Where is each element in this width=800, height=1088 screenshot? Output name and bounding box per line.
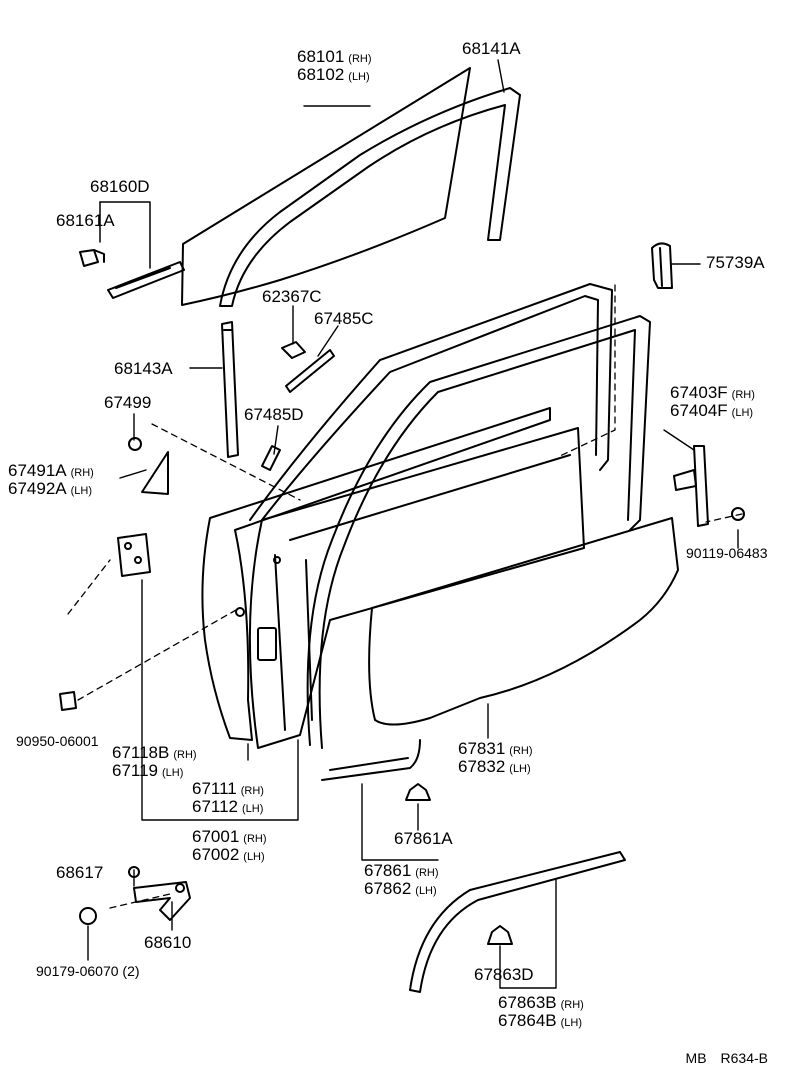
label-67863b: 67863B(RH)	[498, 993, 584, 1012]
label-67861: 67861(RH)	[364, 861, 439, 880]
label-67485c: 67485C	[314, 309, 374, 328]
diagram-footer: MB R634-B	[672, 1050, 768, 1066]
label-90119-06483: 90119-06483	[686, 545, 768, 561]
clip-62367c	[281, 341, 306, 359]
corner-garnish	[141, 451, 169, 495]
clip-67861a	[405, 783, 431, 801]
dashed-reference	[67, 284, 743, 909]
label-68160d: 68160D	[90, 177, 150, 196]
label-67403f: 67403F(RH)	[670, 383, 755, 402]
pin-68617	[128, 866, 140, 878]
bolt-90179	[79, 907, 97, 925]
label-68141a: 68141A	[462, 39, 521, 58]
label-67862: 67862(LH)	[364, 879, 437, 898]
label-90950-06001: 90950-06001	[16, 733, 99, 749]
label-67492a: 67492A(LH)	[8, 479, 93, 498]
belt-moulding	[107, 261, 185, 299]
label-90179-06070: 90179-06070 (2)	[36, 963, 140, 979]
trim-bracket	[673, 445, 709, 527]
label-67831: 67831(RH)	[458, 739, 533, 758]
label-62367c: 62367C	[262, 287, 322, 306]
door-glass	[181, 67, 471, 306]
label-67499: 67499	[104, 393, 152, 412]
label-67491a: 67491A(RH)	[8, 461, 94, 480]
service-hole-cover	[368, 517, 679, 726]
label-67118b: 67118B(RH)	[112, 743, 197, 762]
label-67864b: 67864B(LH)	[498, 1011, 583, 1030]
label-67485d: 67485D	[244, 405, 304, 424]
label-67001: 67001(RH)	[192, 827, 267, 846]
clip-67863d	[487, 925, 513, 945]
link-rod	[261, 445, 281, 471]
door-weatherstrip	[249, 283, 613, 521]
label-67111: 67111(RH)	[192, 779, 264, 798]
label-67861a: 67861A	[394, 829, 453, 848]
lower-moulding	[409, 851, 626, 993]
door-check	[133, 881, 191, 921]
clip-68161a	[79, 249, 105, 267]
plug-90950	[59, 691, 77, 711]
door-hinge-plate	[117, 533, 151, 577]
division-bar	[221, 321, 239, 458]
label-67112: 67112(LH)	[192, 797, 264, 816]
leader-lines	[87, 59, 739, 989]
label-67832: 67832(LH)	[458, 757, 531, 776]
label-68143a: 68143A	[114, 359, 173, 378]
label-67119: 67119(LH)	[112, 761, 184, 780]
screw-67499	[128, 437, 142, 451]
cover-cap	[651, 242, 701, 289]
label-75739a: 75739A	[706, 253, 765, 272]
label-68101: 68101(RH)	[297, 47, 372, 66]
footer-ref-code: R634-B	[720, 1050, 768, 1066]
door-panel	[201, 407, 585, 749]
label-67404f: 67404F(LH)	[670, 401, 754, 420]
label-68161a: 68161A	[56, 211, 115, 230]
glass-run-channel	[219, 87, 521, 307]
label-68102: 68102(LH)	[297, 65, 370, 84]
label-67002: 67002(LH)	[192, 845, 265, 864]
lock-rod	[285, 349, 335, 393]
footer-model-code: MB	[685, 1050, 707, 1066]
label-68610: 68610	[144, 933, 192, 952]
label-68617: 68617	[56, 863, 104, 882]
opening-trim	[306, 315, 651, 781]
bolt-90119	[731, 507, 745, 521]
label-67863d: 67863D	[474, 965, 534, 984]
